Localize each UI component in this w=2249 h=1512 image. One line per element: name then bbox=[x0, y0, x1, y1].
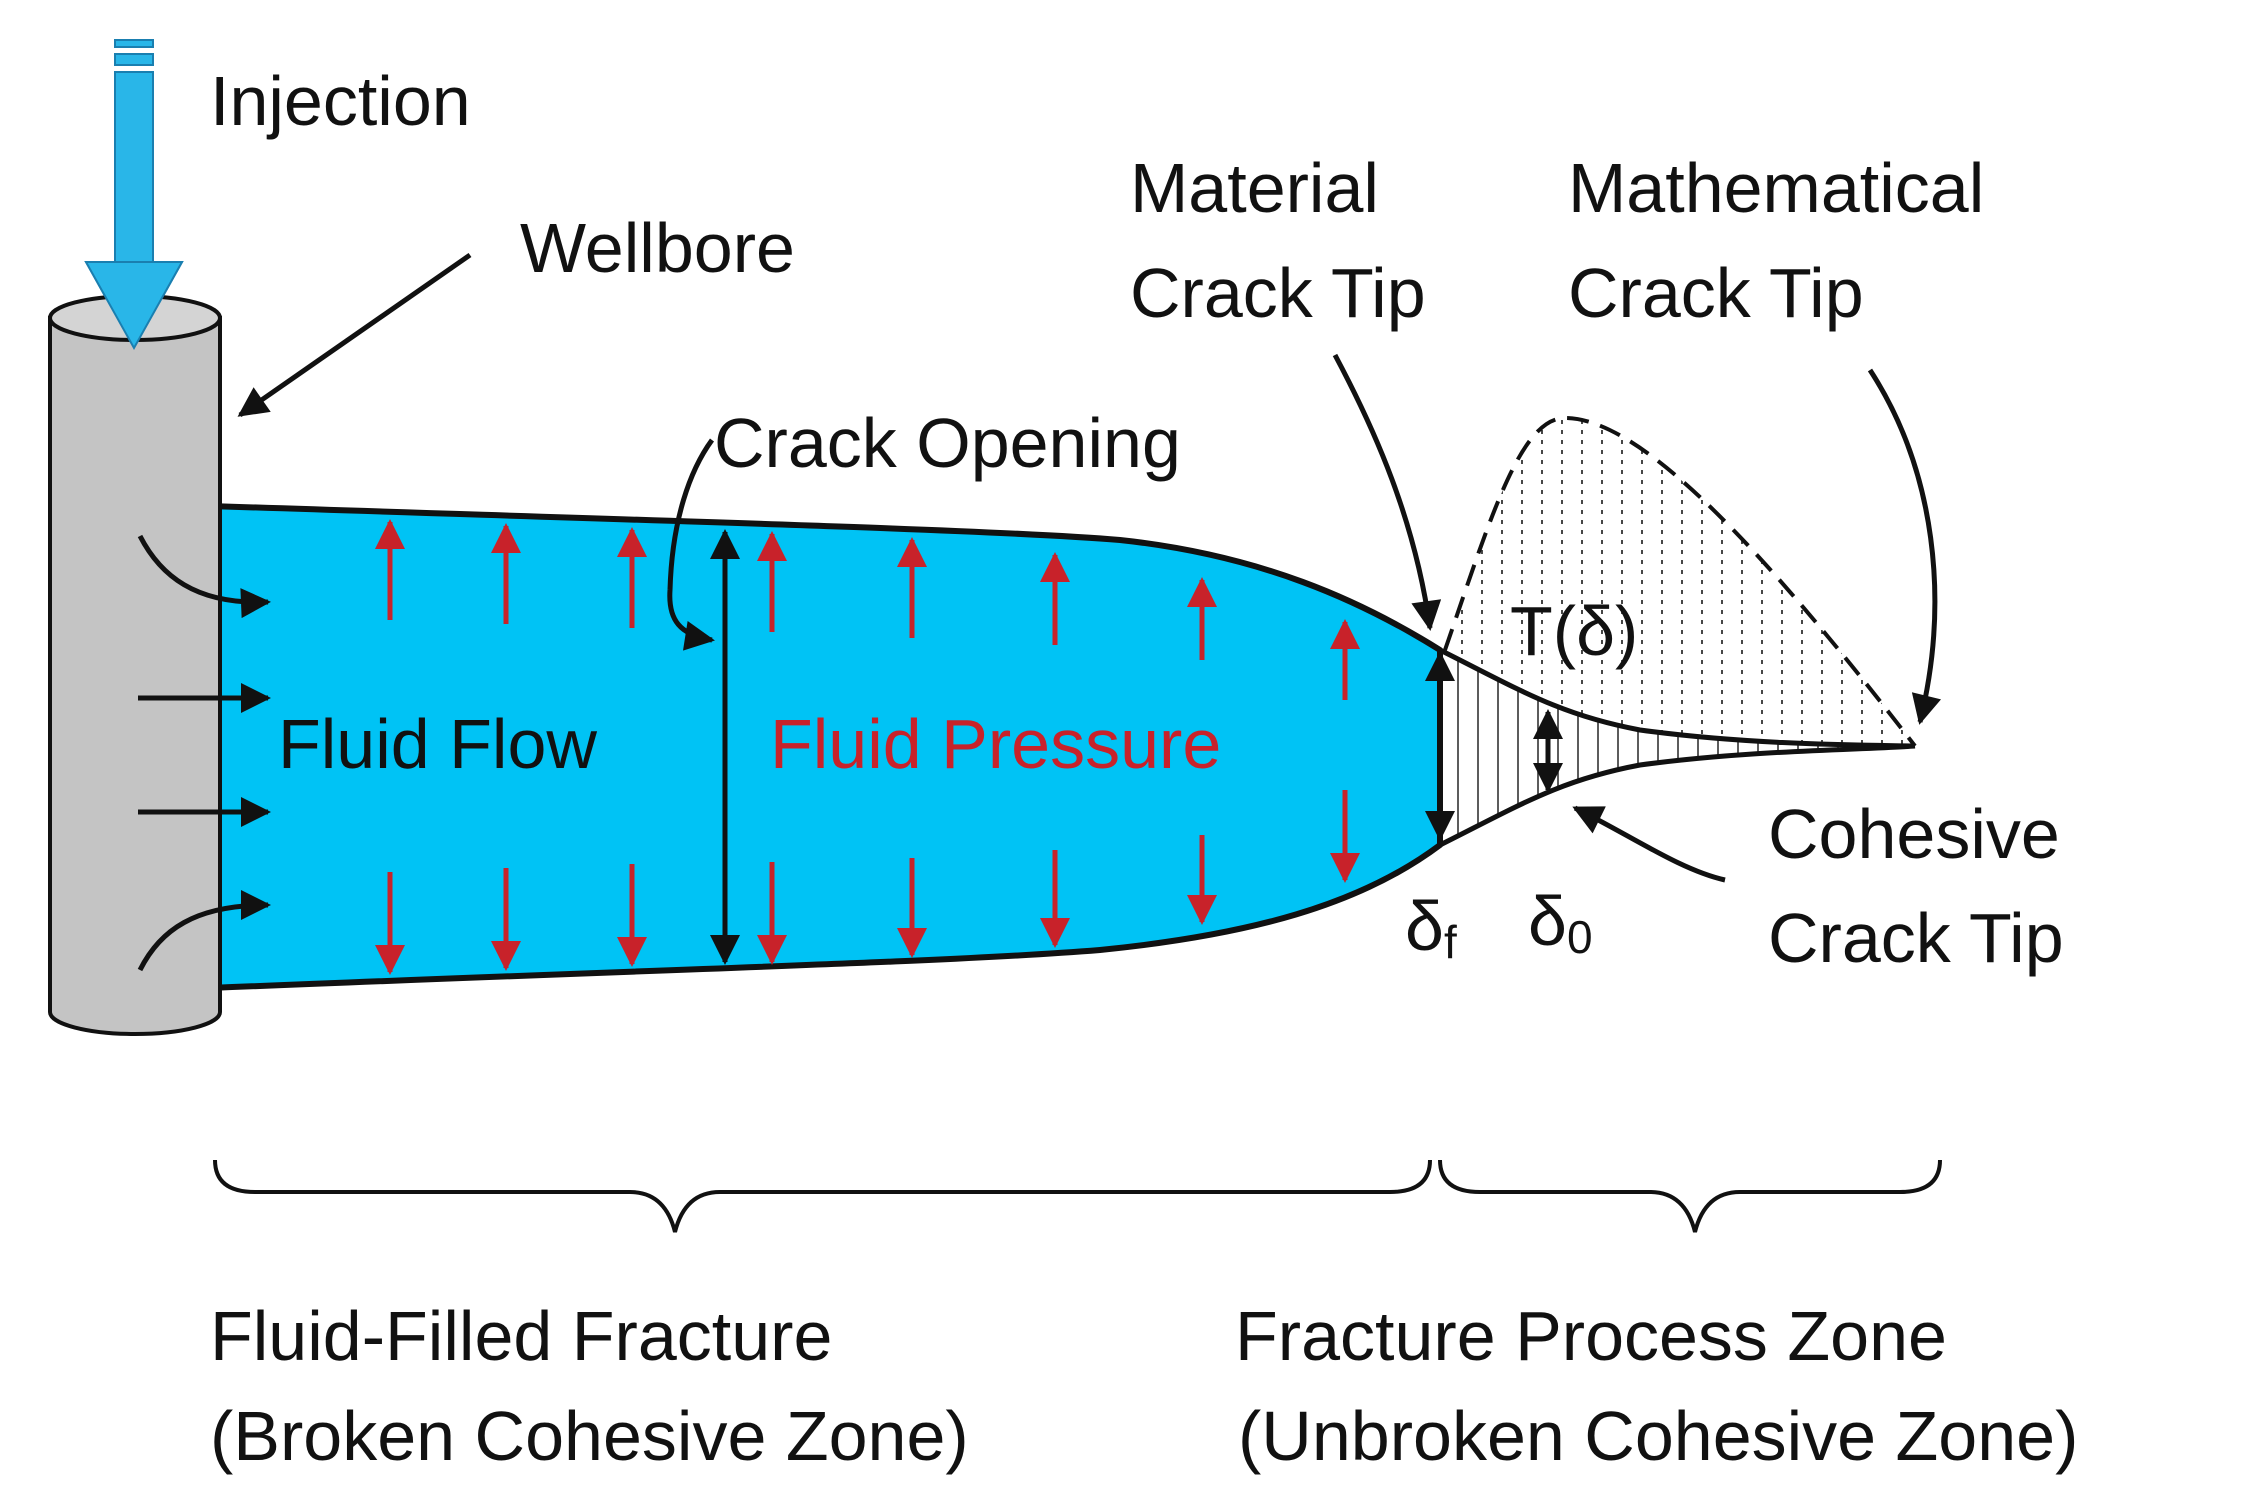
traction-hatching bbox=[1461, 418, 1903, 746]
pressure-arrows bbox=[375, 519, 1360, 975]
wellbore-leader bbox=[237, 252, 472, 418]
injection-arrowhead bbox=[84, 261, 184, 351]
delta-f-subscript: f bbox=[1444, 916, 1457, 968]
fracture-process-zone-label: Fracture Process Zone bbox=[1235, 1297, 1947, 1375]
cohesive-tip-leader bbox=[1572, 805, 1726, 883]
delta-f-label: δf bbox=[1405, 887, 1457, 968]
fluid-pressure-label: Fluid Pressure bbox=[770, 705, 1221, 783]
mathematical-tip-leader bbox=[1867, 368, 1942, 725]
delta-0-label: δ0 bbox=[1528, 882, 1593, 963]
wellbore-cylinder bbox=[48, 294, 222, 1036]
material-tip-leader bbox=[1332, 353, 1442, 631]
unbroken-cohesive-zone-label: (Unbroken Cohesive Zone) bbox=[1238, 1397, 2078, 1475]
crack-opening-leader bbox=[667, 438, 715, 651]
delta-f-symbol: δ bbox=[1405, 887, 1444, 965]
process-zone-upper-edge bbox=[1438, 647, 1916, 749]
process-zone-lower-edge bbox=[1438, 743, 1916, 848]
mathematical-crack-tip-label-line1: Mathematical bbox=[1568, 149, 1984, 227]
mathematical-crack-tip-label-line2: Crack Tip bbox=[1568, 254, 1864, 332]
delta-0-subscript: 0 bbox=[1567, 911, 1593, 963]
fluid-flow-label: Fluid Flow bbox=[278, 705, 597, 783]
flow-arrows bbox=[137, 534, 271, 972]
material-crack-tip-label-line2: Crack Tip bbox=[1130, 254, 1426, 332]
material-crack-tip-label-line1: Material bbox=[1130, 149, 1379, 227]
delta-0-symbol: δ bbox=[1528, 882, 1567, 960]
cohesive-crack-tip-label-line1: Cohesive bbox=[1768, 795, 2060, 873]
cohesive-crack-tip-label-line2: Crack Tip bbox=[1768, 899, 2064, 977]
brace-process-zone bbox=[1438, 1159, 1942, 1233]
wellbore-label: Wellbore bbox=[520, 209, 795, 287]
traction-curve bbox=[1443, 415, 1917, 748]
fluid-filled-fracture-label: Fluid-Filled Fracture bbox=[210, 1297, 832, 1375]
brace-fluid-filled bbox=[213, 1159, 1432, 1233]
traction-label: T(δ) bbox=[1510, 592, 1638, 670]
injection-label: Injection bbox=[210, 62, 471, 140]
crack-opening-label: Crack Opening bbox=[714, 404, 1181, 482]
broken-cohesive-zone-label: (Broken Cohesive Zone) bbox=[210, 1397, 969, 1475]
